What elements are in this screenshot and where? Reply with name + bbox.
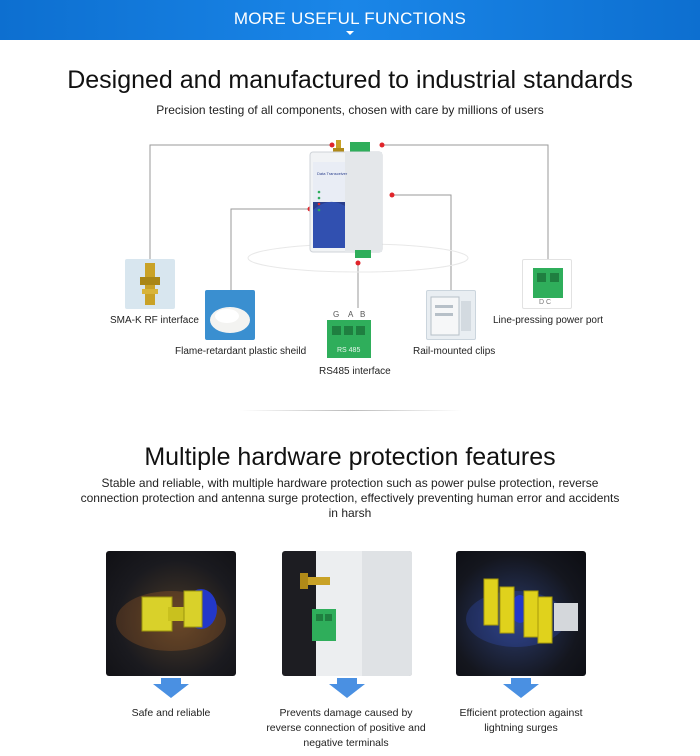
section2-title: Multiple hardware protection features (144, 443, 556, 471)
rail-clip-icon (426, 290, 476, 340)
caret-down-icon (346, 31, 354, 35)
header-banner: MORE USEFUL FUNCTIONS (0, 0, 700, 40)
plastic-pellets-icon (205, 290, 255, 340)
callout-lines (149, 142, 549, 308)
feature-label-rs485: RS485 interface (319, 366, 391, 377)
feature-label-sma: SMA-K RF interface (110, 315, 199, 326)
section2-description: Stable and reliable, with multiple hardw… (80, 476, 620, 520)
power-terminal-icon: D C (522, 259, 572, 309)
section-divider (240, 410, 462, 411)
card-caption-reverse: Prevents damage caused by reverse connec… (266, 707, 426, 749)
feature-label-power: Line-pressing power port (493, 315, 604, 326)
rs485-terminal-letter-b: B (360, 310, 366, 319)
rs485-terminal-icon: G A B RS 485 (323, 310, 375, 362)
device-connector-icon (282, 551, 412, 676)
down-arrow-icon (329, 678, 365, 698)
surge-barrier-icon (456, 551, 586, 676)
power-terminal-text: D C (539, 299, 552, 306)
rs485-terminal-letter-a: A (348, 310, 354, 319)
section1-title: Designed and manufactured to industrial … (67, 66, 633, 94)
shield-block-icon (106, 551, 236, 676)
sma-connector-icon (125, 259, 175, 309)
transceiver-device: Data Transceiver (305, 140, 390, 258)
rs485-terminal-text: RS 485 (337, 347, 361, 354)
banner-title: MORE USEFUL FUNCTIONS (233, 9, 467, 28)
card-caption-safe: Safe and reliable (131, 707, 211, 719)
feature-label-rail: Rail-mounted clips (413, 346, 496, 357)
feature-label-shield: Flame-retardant plastic sheild (175, 346, 307, 357)
down-arrow-icon (153, 678, 189, 698)
down-arrow-icon (503, 678, 539, 698)
device-label: Data Transceiver (317, 171, 348, 176)
section1-subtitle: Precision testing of all components, cho… (156, 103, 544, 117)
rs485-terminal-letter-g: G (333, 310, 340, 319)
card-caption-lightning: Efficient protection against lightning s… (459, 707, 583, 734)
